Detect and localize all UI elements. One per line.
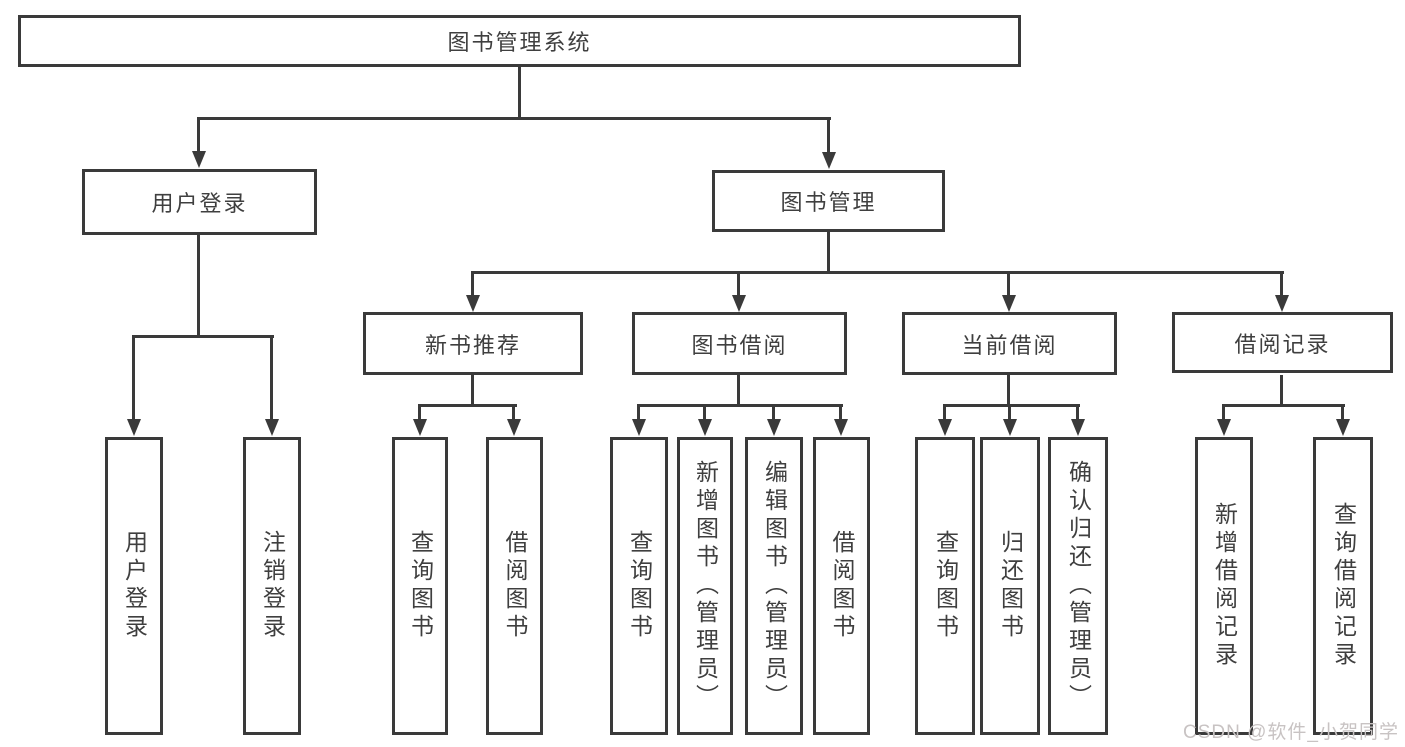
arrowhead-down-icon bbox=[822, 152, 836, 169]
connector-arrow-stem bbox=[1222, 404, 1225, 420]
connector-arrow-stem bbox=[637, 404, 640, 420]
connector-stem bbox=[737, 373, 740, 406]
connector-root-stem bbox=[518, 66, 521, 119]
node-new-book-recommend: 新书推荐 bbox=[363, 312, 583, 375]
connector-rail bbox=[132, 335, 274, 338]
connector-rail bbox=[1222, 404, 1345, 407]
leaf-borrow-books: 借阅图书 bbox=[813, 437, 870, 735]
connector-arrow-stem bbox=[827, 117, 830, 152]
arrowhead-down-icon bbox=[127, 419, 141, 436]
leaf-add-borrow-record: 新增借阅记录 bbox=[1195, 437, 1253, 735]
connector-arrow-stem bbox=[1076, 404, 1079, 420]
connector-arrow-stem bbox=[418, 404, 421, 420]
connector-arrow-stem bbox=[132, 335, 135, 420]
arrowhead-down-icon bbox=[265, 419, 279, 436]
connector-arrow-stem bbox=[471, 271, 474, 295]
arrowhead-down-icon bbox=[1003, 419, 1017, 436]
node-book-management: 图书管理 bbox=[712, 170, 945, 232]
arrowhead-down-icon bbox=[732, 295, 746, 312]
arrowhead-down-icon bbox=[938, 419, 952, 436]
connector-stem bbox=[1280, 375, 1283, 406]
connector-arrow-stem bbox=[512, 404, 515, 420]
arrowhead-down-icon bbox=[466, 295, 480, 312]
node-current-borrow: 当前借阅 bbox=[902, 312, 1117, 375]
arrowhead-down-icon bbox=[1336, 419, 1350, 436]
arrowhead-down-icon bbox=[1002, 295, 1016, 312]
connector-arrow-stem bbox=[772, 404, 775, 420]
leaf-borrow-books: 借阅图书 bbox=[486, 437, 543, 735]
arrowhead-down-icon bbox=[698, 419, 712, 436]
connector-arrow-stem bbox=[1280, 271, 1283, 295]
leaf-add-books-admin: 新增图书（管理员） bbox=[677, 437, 733, 735]
connector-arrow-stem bbox=[1007, 271, 1010, 295]
connector-arrow-stem bbox=[197, 117, 200, 151]
connector-rail bbox=[418, 404, 517, 407]
connector-arrow-stem bbox=[839, 404, 842, 420]
arrowhead-down-icon bbox=[834, 419, 848, 436]
connector-rail bbox=[637, 404, 843, 407]
leaf-query-borrow-record: 查询借阅记录 bbox=[1313, 437, 1373, 735]
arrowhead-down-icon bbox=[632, 419, 646, 436]
arrowhead-down-icon bbox=[413, 419, 427, 436]
arrowhead-down-icon bbox=[192, 151, 206, 168]
leaf-edit-books-admin: 编辑图书（管理员） bbox=[745, 437, 803, 735]
node-user-login: 用户登录 bbox=[82, 169, 317, 235]
leaf-query-books: 查询图书 bbox=[915, 437, 975, 735]
connector-arrow-stem bbox=[703, 404, 706, 420]
node-root-system: 图书管理系统 bbox=[18, 15, 1021, 67]
leaf-user-login: 用户登录 bbox=[105, 437, 163, 735]
connector-level1-rail bbox=[197, 117, 831, 120]
arrowhead-down-icon bbox=[507, 419, 521, 436]
node-book-borrow: 图书借阅 bbox=[632, 312, 847, 375]
csdn-watermark: CSDN @软件_小贺同学 bbox=[1183, 722, 1399, 743]
arrowhead-down-icon bbox=[1217, 419, 1231, 436]
connector-stem bbox=[1007, 373, 1010, 406]
connector-arrow-stem bbox=[737, 271, 740, 295]
arrowhead-down-icon bbox=[767, 419, 781, 436]
connector-arrow-stem bbox=[1341, 404, 1344, 420]
connector-arrow-stem bbox=[270, 335, 273, 420]
connector-stem bbox=[827, 230, 830, 273]
leaf-query-books: 查询图书 bbox=[610, 437, 668, 735]
connector-rail bbox=[943, 404, 1080, 407]
leaf-return-books: 归还图书 bbox=[980, 437, 1040, 735]
connector-stem bbox=[197, 233, 200, 337]
connector-arrow-stem bbox=[943, 404, 946, 420]
leaf-logout: 注销登录 bbox=[243, 437, 301, 735]
connector-arrow-stem bbox=[1008, 404, 1011, 420]
arrowhead-down-icon bbox=[1275, 295, 1289, 312]
connector-level2-rail bbox=[471, 271, 1284, 274]
node-borrow-records: 借阅记录 bbox=[1172, 312, 1393, 373]
leaf-query-books: 查询图书 bbox=[392, 437, 448, 735]
arrowhead-down-icon bbox=[1071, 419, 1085, 436]
leaf-confirm-return-admin: 确认归还（管理员） bbox=[1048, 437, 1108, 735]
connector-stem bbox=[471, 373, 474, 406]
